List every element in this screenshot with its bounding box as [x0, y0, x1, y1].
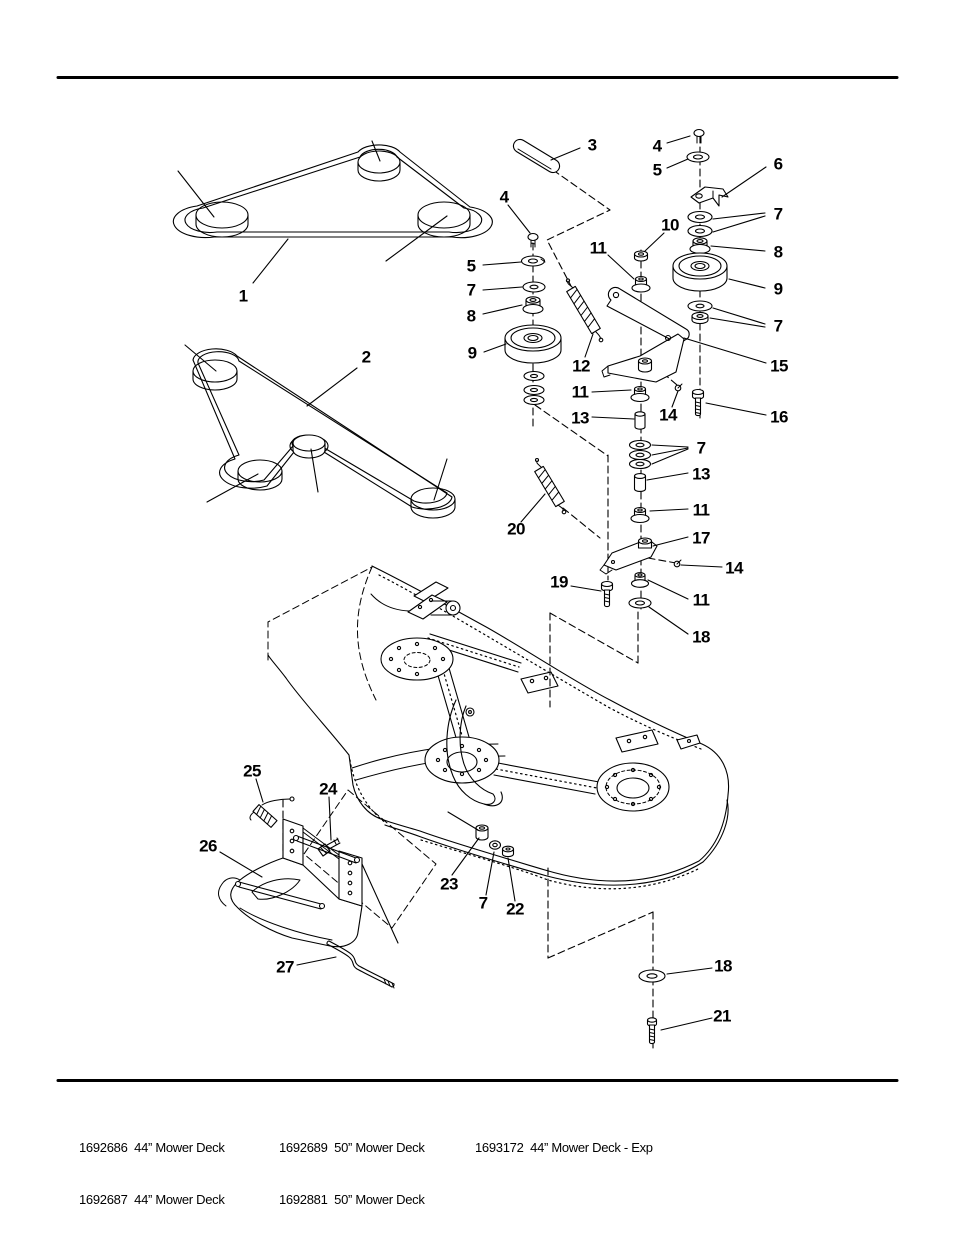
- footer-model-column-1: 1692686 44” Mower Deck 1692687 44” Mower…: [79, 1105, 225, 1235]
- page-rules: [56, 76, 899, 1082]
- part-callout-15: 15: [770, 356, 788, 376]
- part-callout-8: 8: [466, 306, 476, 326]
- deck-spindle-left: [380, 637, 454, 681]
- part-callout-23: 23: [440, 874, 458, 894]
- deck-hanger-bracket: [370, 581, 461, 620]
- idler-stack-right: [512, 128, 729, 417]
- part-callout-12: 12: [572, 356, 590, 376]
- part-callout-18: 18: [692, 627, 710, 647]
- part-callout-6: 6: [773, 154, 783, 174]
- part-callout-14: 14: [659, 405, 677, 425]
- part-callout-24: 24: [319, 779, 337, 799]
- footer-model-column-2: 1692689 50” Mower Deck 1692881 50” Mower…: [279, 1105, 425, 1235]
- part-callout-13: 13: [692, 464, 710, 484]
- part-callout-5: 5: [652, 160, 662, 180]
- belt-2-diagram: [192, 348, 456, 519]
- part-callout-4: 4: [499, 187, 509, 207]
- part-callout-18: 18: [714, 956, 732, 976]
- part-callout-21: 21: [713, 1006, 731, 1026]
- deck-spindle-right: [596, 762, 670, 812]
- part-callout-3: 3: [587, 135, 597, 155]
- part-callout-26: 26: [199, 836, 217, 856]
- part-callout-22: 22: [506, 899, 524, 919]
- part-callout-9: 9: [467, 343, 477, 363]
- part-callout-8: 8: [773, 242, 783, 262]
- footer-model-entry: 1693172 44” Mower Deck - Exp: [475, 1140, 653, 1156]
- part-callout-17: 17: [692, 528, 710, 548]
- footer-model-entry: 1692687 44” Mower Deck: [79, 1192, 225, 1208]
- part-callout-16: 16: [770, 407, 788, 427]
- part-callout-1: 1: [238, 286, 248, 306]
- part-callout-7: 7: [696, 438, 706, 458]
- idler-pivot-stack-center: [534, 250, 690, 609]
- part-callout-9: 9: [773, 279, 783, 299]
- part-callout-7: 7: [478, 893, 488, 913]
- part-callout-27: 27: [276, 957, 294, 977]
- part-callout-11: 11: [692, 500, 710, 520]
- footer-model-column-3: 1693172 44” Mower Deck - Exp: [475, 1105, 653, 1191]
- part-callout-7: 7: [773, 316, 783, 336]
- deck-bottom-hardware: [475, 824, 666, 1045]
- part-callout-7: 7: [466, 280, 476, 300]
- idler-stack-left: [504, 232, 562, 406]
- part-callout-2: 2: [361, 347, 371, 367]
- part-callout-25: 25: [243, 761, 261, 781]
- deck-spindle-center: [424, 736, 500, 784]
- footer-model-entry: 1692881 50” Mower Deck: [279, 1192, 425, 1208]
- leader-lines: [177, 135, 767, 1031]
- part-callout-14: 14: [725, 558, 743, 578]
- part-callout-11: 11: [692, 590, 710, 610]
- part-callout-7: 7: [773, 204, 783, 224]
- part-callout-20: 20: [507, 519, 525, 539]
- front-hanger-bracket-group: [218, 796, 395, 989]
- part-callout-13: 13: [571, 408, 589, 428]
- mower-deck-drawing: [267, 565, 730, 929]
- belt-1-diagram: [172, 144, 493, 239]
- part-callout-11: 11: [589, 238, 607, 258]
- footer-model-entry: 1692686 44” Mower Deck: [79, 1140, 225, 1156]
- part-callout-5: 5: [466, 256, 476, 276]
- deck-mount-brackets: [520, 671, 701, 753]
- part-callout-11: 11: [571, 382, 589, 402]
- deck-lift-bracket: [446, 699, 503, 807]
- part-callout-4: 4: [652, 136, 662, 156]
- part-callout-10: 10: [661, 215, 679, 235]
- footer-model-entry: 1692689 50” Mower Deck: [279, 1140, 425, 1156]
- part-callout-19: 19: [550, 572, 568, 592]
